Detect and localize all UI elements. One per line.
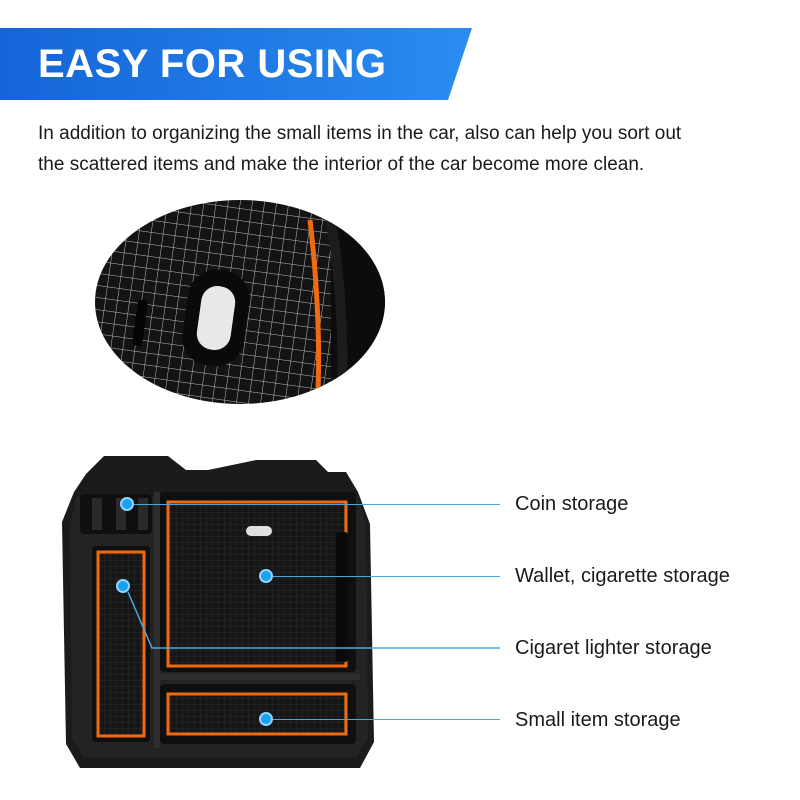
banner-title: EASY FOR USING (38, 42, 387, 86)
intro-line-2: the scattered items and make the interio… (38, 154, 645, 175)
intro-line-1: In addition to organizing the small item… (38, 123, 682, 144)
callout-line-wallet (273, 576, 500, 577)
title-banner: EASY FOR USING (0, 28, 472, 100)
callout-dot-lighter (116, 579, 130, 593)
intro-text: In addition to organizing the small item… (38, 118, 798, 180)
callout-line-coin (134, 504, 500, 505)
callout-label-wallet: Wallet, cigarette storage (515, 565, 730, 587)
callout-dot-coin (120, 497, 134, 511)
callout-label-small: Small item storage (515, 709, 681, 731)
callout-dot-small (259, 712, 273, 726)
banner-background (0, 28, 472, 100)
mat-detail-zoom (95, 200, 385, 404)
callout-line-small (273, 719, 500, 720)
callout-label-lighter: Cigaret lighter storage (515, 637, 712, 659)
callout-dot-wallet (259, 569, 273, 583)
callout-label-coin: Coin storage (515, 493, 629, 515)
console-tray-image (62, 456, 374, 768)
